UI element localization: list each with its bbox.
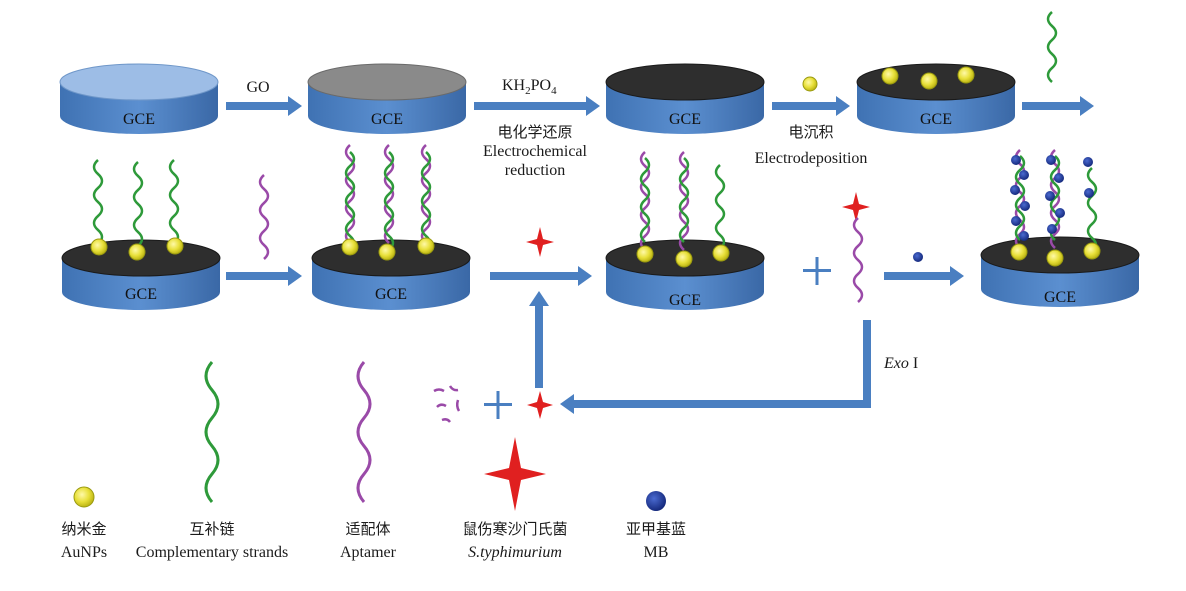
electrode-rgo: GCE bbox=[605, 63, 765, 134]
electrode-bare: GCE bbox=[59, 63, 219, 134]
electrode-label: GCE bbox=[375, 286, 407, 303]
gold-nanoparticle-icon bbox=[417, 237, 435, 255]
gold-nanoparticle-icon bbox=[802, 76, 818, 92]
step-deposition-en: Electrodeposition bbox=[755, 150, 868, 167]
gold-nanoparticle-icon bbox=[1046, 249, 1064, 267]
gold-nanoparticle-icon bbox=[90, 238, 108, 256]
dna-strand-icon bbox=[132, 161, 144, 247]
electrode-aptamer-released: GCE bbox=[605, 151, 765, 310]
gold-nanoparticle-icon bbox=[920, 72, 938, 90]
legend: 纳米金 AuNPs 互补链 Complementary strands 适配体 … bbox=[61, 361, 686, 561]
legend-mb-cn: 亚甲基蓝 bbox=[626, 520, 686, 538]
arrow-icon bbox=[226, 266, 302, 286]
arrow-icon bbox=[226, 96, 302, 116]
aptamer-fragments-icon bbox=[433, 385, 461, 423]
electrode-label: GCE bbox=[123, 111, 155, 128]
gold-nanoparticle-icon bbox=[675, 250, 693, 268]
gold-nanoparticle-icon bbox=[73, 486, 95, 508]
gold-nanoparticle-icon bbox=[1010, 243, 1028, 261]
gold-nanoparticle-icon bbox=[957, 66, 975, 84]
bacterium-star-icon bbox=[527, 391, 553, 419]
gold-nanoparticle-icon bbox=[166, 237, 184, 255]
legend-complementary-cn: 互补链 bbox=[189, 520, 234, 538]
plus-icon bbox=[803, 257, 831, 285]
arrow-icon bbox=[884, 266, 964, 286]
gold-nanoparticle-icon bbox=[378, 243, 396, 261]
dna-strand-icon bbox=[852, 217, 864, 303]
arrow-icon bbox=[474, 96, 600, 116]
dna-strand-icon bbox=[1046, 11, 1058, 83]
step-reduction-cn: 电化学还原 bbox=[497, 123, 572, 141]
step-go-label: GO bbox=[246, 79, 269, 96]
step-exo-label: Exo I bbox=[883, 355, 918, 372]
dna-strand-icon bbox=[356, 361, 372, 503]
legend-complementary-en: Complementary strands bbox=[136, 544, 288, 561]
electrode-mb: GCE bbox=[980, 149, 1140, 307]
methylene-blue-dot-icon bbox=[913, 252, 923, 262]
electrode-label: GCE bbox=[371, 111, 403, 128]
electrode-label: GCE bbox=[669, 111, 701, 128]
gold-nanoparticle-icon bbox=[128, 243, 146, 261]
step-kh2po4-label: KH2PO4 bbox=[502, 77, 557, 97]
legend-aptamer-en: Aptamer bbox=[340, 544, 397, 561]
methylene-blue-dot-icon bbox=[646, 491, 666, 511]
dna-strand-icon bbox=[92, 159, 104, 245]
electrode-go: GCE bbox=[307, 63, 467, 134]
step-reduction-en1: Electrochemical bbox=[483, 143, 587, 160]
step-reduction-en2: reduction bbox=[505, 162, 565, 179]
arrow-icon bbox=[1022, 96, 1094, 116]
arrow-icon bbox=[490, 266, 592, 286]
electrode-label: GCE bbox=[669, 292, 701, 309]
electrode-label: GCE bbox=[920, 111, 952, 128]
gold-nanoparticle-icon bbox=[881, 67, 899, 85]
electrode-hybridized: GCE bbox=[311, 144, 471, 310]
gold-nanoparticle-icon bbox=[712, 244, 730, 262]
bacterium-star-icon bbox=[842, 192, 870, 222]
dna-strand-icon bbox=[258, 174, 270, 260]
recycle-arrow bbox=[529, 291, 871, 414]
dna-strand-icon bbox=[168, 159, 180, 245]
legend-aunps-en: AuNPs bbox=[61, 544, 107, 561]
gold-nanoparticle-icon bbox=[636, 245, 654, 263]
legend-mb-en: MB bbox=[644, 544, 669, 561]
methylene-blue-dot-icon bbox=[1010, 155, 1094, 241]
arrow-icon bbox=[772, 96, 850, 116]
step-deposition-cn: 电沉积 bbox=[788, 123, 833, 141]
plus-icon bbox=[484, 391, 512, 419]
electrode-label: GCE bbox=[125, 286, 157, 303]
legend-aptamer-cn: 适配体 bbox=[345, 520, 390, 538]
legend-bacterium-en: S.typhimurium bbox=[468, 544, 562, 561]
legend-bacterium-cn: 鼠伤寒沙门氏菌 bbox=[462, 520, 567, 538]
gold-nanoparticle-icon bbox=[1083, 242, 1101, 260]
electrode-aunps: GCE bbox=[856, 63, 1016, 134]
electrode-label: GCE bbox=[1044, 289, 1076, 306]
dna-strand-icon bbox=[204, 361, 220, 503]
electrode-complementary: GCE bbox=[61, 159, 221, 310]
bacterium-star-icon bbox=[526, 227, 554, 257]
legend-aunps-cn: 纳米金 bbox=[61, 520, 106, 538]
gold-nanoparticle-icon bbox=[341, 238, 359, 256]
bacterium-star-icon bbox=[484, 437, 546, 511]
